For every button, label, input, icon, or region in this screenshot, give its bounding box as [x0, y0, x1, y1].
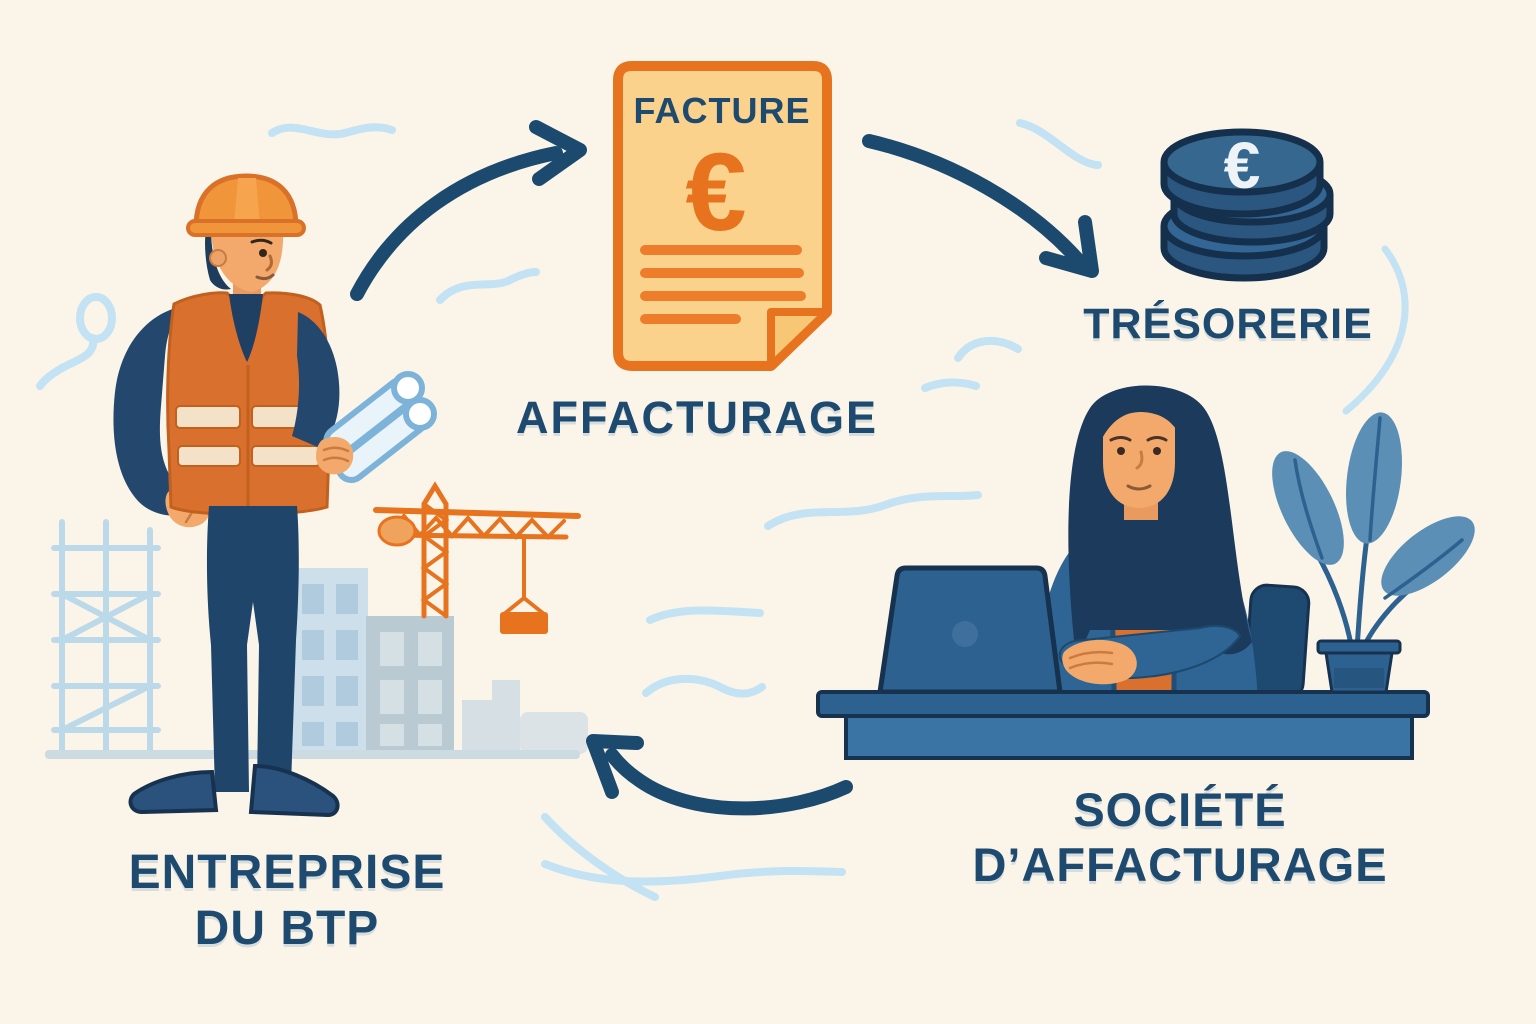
worker-hair: [205, 229, 231, 290]
squiggle: [268, 123, 396, 139]
hard-hat-icon: [186, 173, 306, 237]
euro-coin-stack-icon: €: [1160, 128, 1334, 282]
balloon-doodle: [36, 293, 116, 390]
label-societe-line2: D’AFFACTURAGE: [972, 838, 1388, 892]
squiggle: [764, 491, 982, 530]
construction-worker-icon: [113, 173, 437, 818]
woman-face: [1103, 410, 1175, 508]
arrow-factor-to-worker: [586, 734, 853, 816]
squiggle: [921, 378, 980, 392]
construction-site-background: [45, 481, 588, 759]
worker-eye: [259, 249, 267, 257]
squiggle: [541, 860, 846, 886]
buildings: [45, 568, 588, 759]
squiggle: [1342, 245, 1409, 415]
coin-top: €: [1160, 128, 1324, 218]
worker-face: [211, 230, 284, 292]
flow-arrows: [350, 120, 1099, 816]
woman-hair-front: [1095, 386, 1187, 452]
woman-face-features: [1109, 436, 1168, 491]
worker-pants: [206, 506, 299, 792]
invoice-euro-symbol: €: [685, 131, 746, 254]
label-entreprise-line1: ENTREPRISE: [128, 846, 446, 899]
squiggle: [642, 674, 766, 698]
worker-right-hand: [316, 436, 354, 475]
laptop-logo: [952, 621, 978, 647]
label-entreprise-line2: DU BTP: [194, 901, 380, 955]
label-entreprise-du-btp: ENTREPRISE DU BTP: [57, 845, 517, 956]
desk-top: [816, 690, 1430, 718]
decor-squiggles: [36, 119, 1409, 901]
crane-load: [500, 612, 548, 634]
squiggle: [954, 336, 1022, 362]
squiggle: [436, 268, 540, 304]
worker-left-shoe: [128, 769, 219, 815]
laptop-icon: [877, 565, 1063, 695]
invoice-title: FACTURE: [634, 90, 811, 131]
desk-front: [844, 714, 1414, 760]
worker-right-shoe: [248, 763, 340, 818]
worker-ear: [209, 249, 227, 267]
label-tresorerie: TRÉSORERIE: [1083, 300, 1373, 348]
arrow-worker-to-invoice: [350, 120, 587, 301]
blueprint-rolls: [323, 371, 437, 484]
label-affacturage: AFFACTURAGE: [516, 392, 878, 443]
worker-right-sleeve: [292, 312, 340, 448]
coin-euro-symbol: €: [1224, 128, 1261, 202]
squiggle: [646, 606, 764, 624]
squiggle: [541, 813, 659, 901]
invoice-document-icon: FACTURE €: [613, 61, 832, 371]
invoice-folded-corner: [767, 308, 831, 370]
label-societe-line1: SOCIÉTÉ: [1073, 783, 1287, 836]
worker-left-arm: [113, 306, 213, 516]
squiggle: [1016, 119, 1102, 169]
invoice-text-lines: [640, 245, 806, 324]
crane-counterweight: [377, 515, 417, 547]
arrow-invoice-to-coins: [862, 134, 1099, 278]
potted-plant-icon: [1272, 412, 1475, 694]
factoring-company-scene: [816, 385, 1475, 760]
tower-crane-icon: [373, 481, 581, 634]
worker-shirt-neckline: [229, 294, 263, 362]
scaffolding: [51, 519, 161, 759]
ground-line: [45, 750, 580, 759]
label-societe-affacturage: SOCIÉTÉ D’AFFACTURAGE: [930, 782, 1430, 893]
